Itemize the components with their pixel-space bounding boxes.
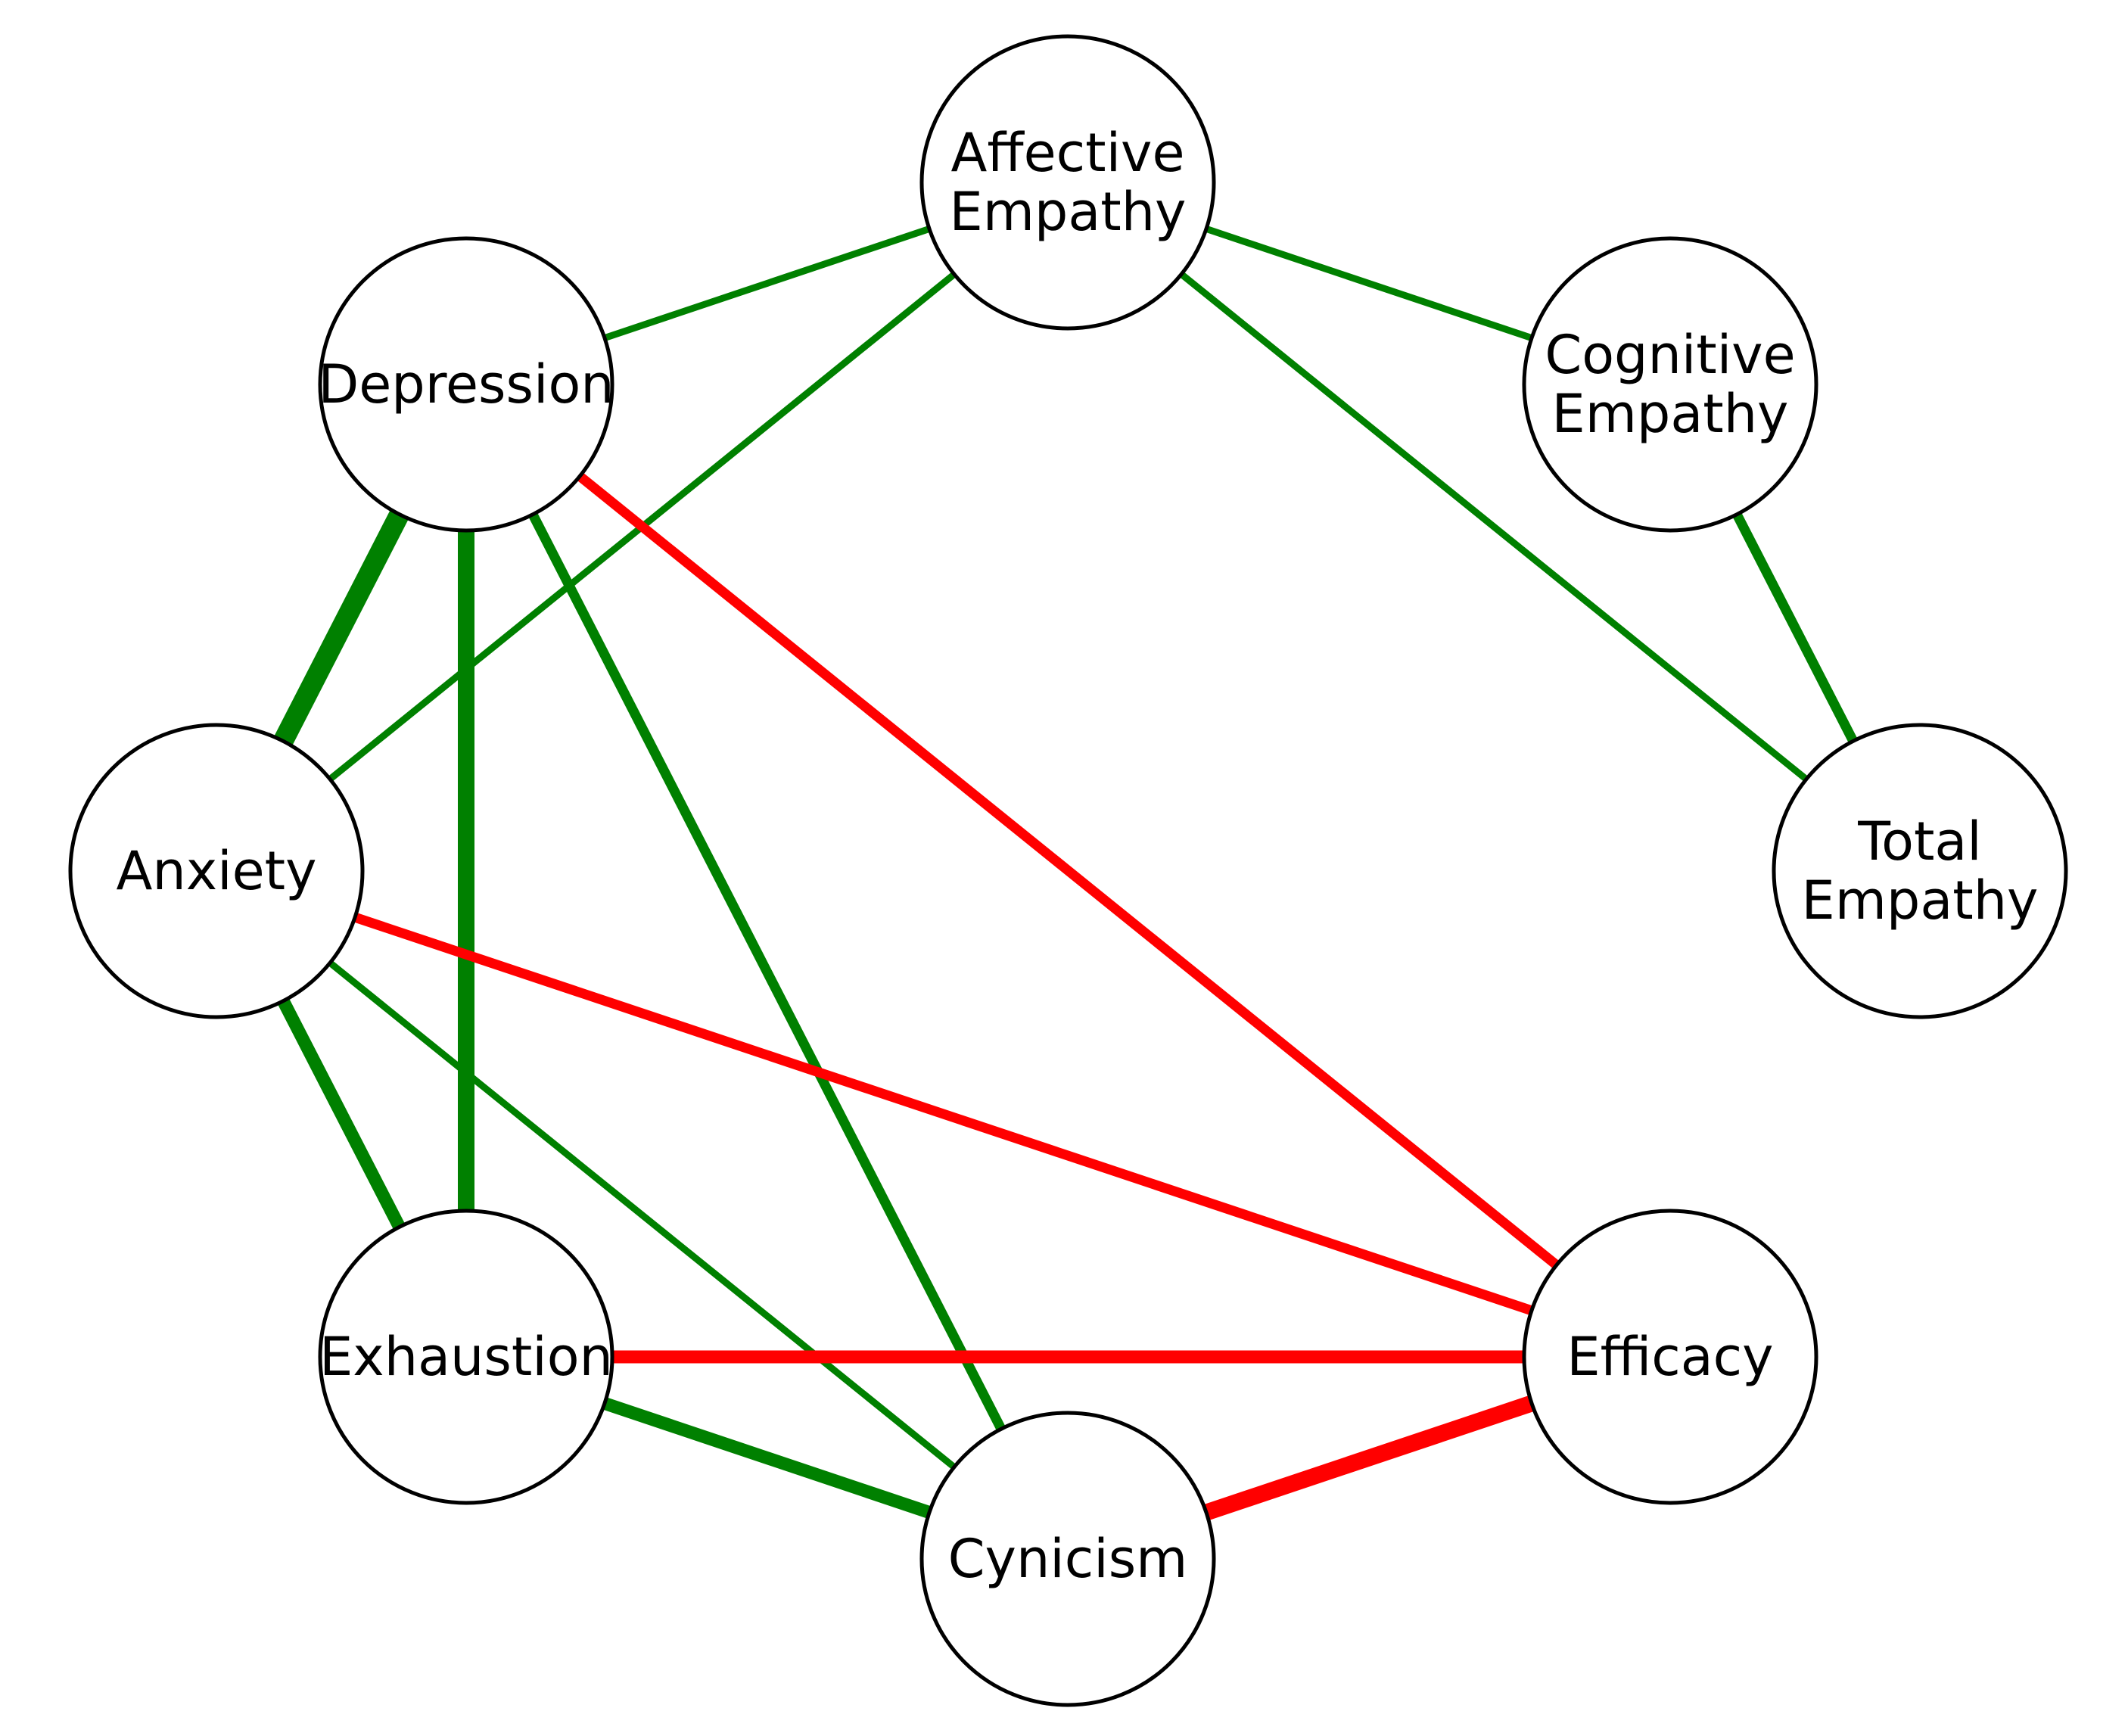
node-exhaustion: Exhaustion (318, 1209, 614, 1505)
node-label-exhaustion: Exhaustion (319, 1326, 613, 1388)
node-label-affective-line1: Affective (950, 122, 1184, 184)
node-label-total-line1: Total (1857, 810, 1981, 873)
edge-depression-efficacy (462, 380, 1674, 1361)
node-circle-exhaustion (318, 1209, 614, 1505)
node-label-efficacy: Efficacy (1566, 1326, 1773, 1388)
node-label-depression: Depression (318, 353, 614, 415)
edge-anxiety-cynicism (214, 868, 1070, 1562)
node-circle-efficacy (1522, 1209, 1818, 1505)
node-label-anxiety: Anxiety (116, 840, 316, 902)
node-circle-cognitive (1522, 236, 1818, 533)
node-label-affective-line2: Empathy (950, 181, 1187, 243)
edge-anxiety-efficacy (214, 866, 1672, 1362)
node-anxiety: Anxiety (68, 723, 365, 1019)
node-circle-anxiety (68, 723, 365, 1019)
node-circle-depression (318, 236, 614, 533)
node-cynicism: Cynicism (919, 1411, 1216, 1707)
node-layer: AffectiveEmpathyCognitiveEmpathyTotalEmp… (68, 34, 2068, 1707)
node-label-total-line2: Empathy (1802, 870, 2039, 932)
node-depression: Depression (318, 236, 614, 533)
node-circle-cynicism (919, 1411, 1216, 1707)
node-efficacy: Efficacy (1522, 1209, 1818, 1505)
edge-affective-total (1066, 179, 1922, 874)
node-label-cognitive-line1: Cognitive (1545, 324, 1795, 386)
node-label-cognitive-line2: Empathy (1552, 383, 1789, 445)
node-circle-affective (919, 34, 1216, 331)
node-circle-total (1772, 723, 2068, 1019)
node-label-cynicism: Cynicism (948, 1528, 1188, 1590)
